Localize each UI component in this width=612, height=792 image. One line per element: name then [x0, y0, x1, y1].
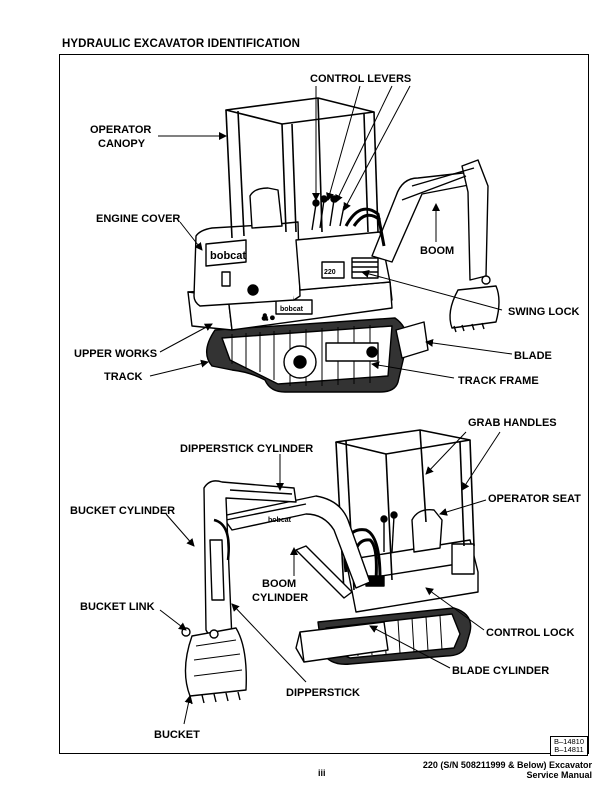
top-bobcat-decal: bobcat [275, 299, 313, 315]
figure-frame [59, 54, 589, 754]
page-title: HYDRAULIC EXCAVATOR IDENTIFICATION [62, 38, 301, 50]
label-control-levers: CONTROL LEVERS [310, 73, 411, 85]
label-blade: BLADE [514, 350, 552, 362]
top-bucket [449, 285, 500, 329]
top-canopy [225, 97, 379, 239]
bottom-leader-lines [159, 431, 501, 725]
bottom-labels: GRAB HANDLES DIPPERSTICK CYLINDER OPERAT… [70, 417, 581, 741]
figure-ref-2: B–14811 [554, 745, 584, 754]
top-leader-lines [149, 85, 513, 379]
upper-works-decal: & ● [262, 313, 275, 322]
label-engine-cover: ENGINE COVER [96, 213, 180, 225]
label-operator-seat: OPERATOR SEAT [488, 493, 581, 505]
top-blade [395, 321, 429, 359]
label-operator-canopy-line2: CANOPY [98, 138, 146, 150]
bottom-blade [299, 621, 389, 663]
label-bucket-cylinder: BUCKET CYLINDER [70, 505, 175, 517]
label-swing-lock: SWING LOCK [508, 306, 580, 318]
label-boom-cylinder-line1: BOOM [262, 578, 296, 590]
top-labels: CONTROL LEVERS OPERATOR CANOPY ENGINE CO… [74, 73, 580, 387]
bottom-excavator-drawing: bobcat [181, 429, 479, 705]
label-grab-handles: GRAB HANDLES [468, 417, 557, 429]
bottom-boom-decal: bobcat [268, 517, 292, 524]
top-track [206, 317, 408, 393]
page-number: iii [318, 768, 326, 778]
label-track: TRACK [104, 371, 143, 383]
footer-model: 220 (S/N 508211999 & Below) Excavator [422, 760, 592, 770]
figure-reference-box: B–14810 B–14811 [550, 736, 588, 756]
label-blade-cylinder: BLADE CYLINDER [452, 665, 549, 677]
bottom-canopy [335, 429, 475, 593]
svg-text:bobcat: bobcat [280, 306, 304, 313]
top-excavator-drawing: & ● bobcat bobcat 220 [187, 97, 500, 393]
label-control-lock: CONTROL LOCK [486, 627, 574, 639]
figure-ref-1: B–14810 [553, 737, 585, 746]
label-upper-works: UPPER WORKS [74, 348, 157, 360]
bottom-boom: bobcat [221, 495, 371, 599]
label-boom-cylinder-line2: CYLINDER [252, 592, 308, 604]
footer-manual-title: 220 (S/N 508211999 & Below) Excavator Se… [423, 760, 592, 780]
label-dipperstick-cylinder: DIPPERSTICK CYLINDER [180, 443, 313, 455]
footer-manual: Service Manual [526, 770, 592, 780]
label-track-frame: TRACK FRAME [458, 375, 539, 387]
top-seat [249, 187, 283, 229]
label-operator-canopy-line1: OPERATOR [90, 124, 151, 136]
label-bucket: BUCKET [154, 729, 200, 741]
bottom-dipperstick [203, 480, 297, 645]
svg-text:bobcat: bobcat [268, 517, 292, 524]
label-bucket-link: BUCKET LINK [80, 601, 155, 613]
top-model-badge: 220 [324, 269, 336, 276]
top-engine-brand: bobcat [210, 250, 246, 262]
bottom-operator-seat [411, 509, 443, 553]
top-boom [344, 159, 489, 281]
label-dipperstick: DIPPERSTICK [286, 687, 360, 699]
bottom-bucket [181, 627, 247, 705]
top-control-levers [311, 195, 345, 231]
label-boom: BOOM [420, 245, 454, 257]
